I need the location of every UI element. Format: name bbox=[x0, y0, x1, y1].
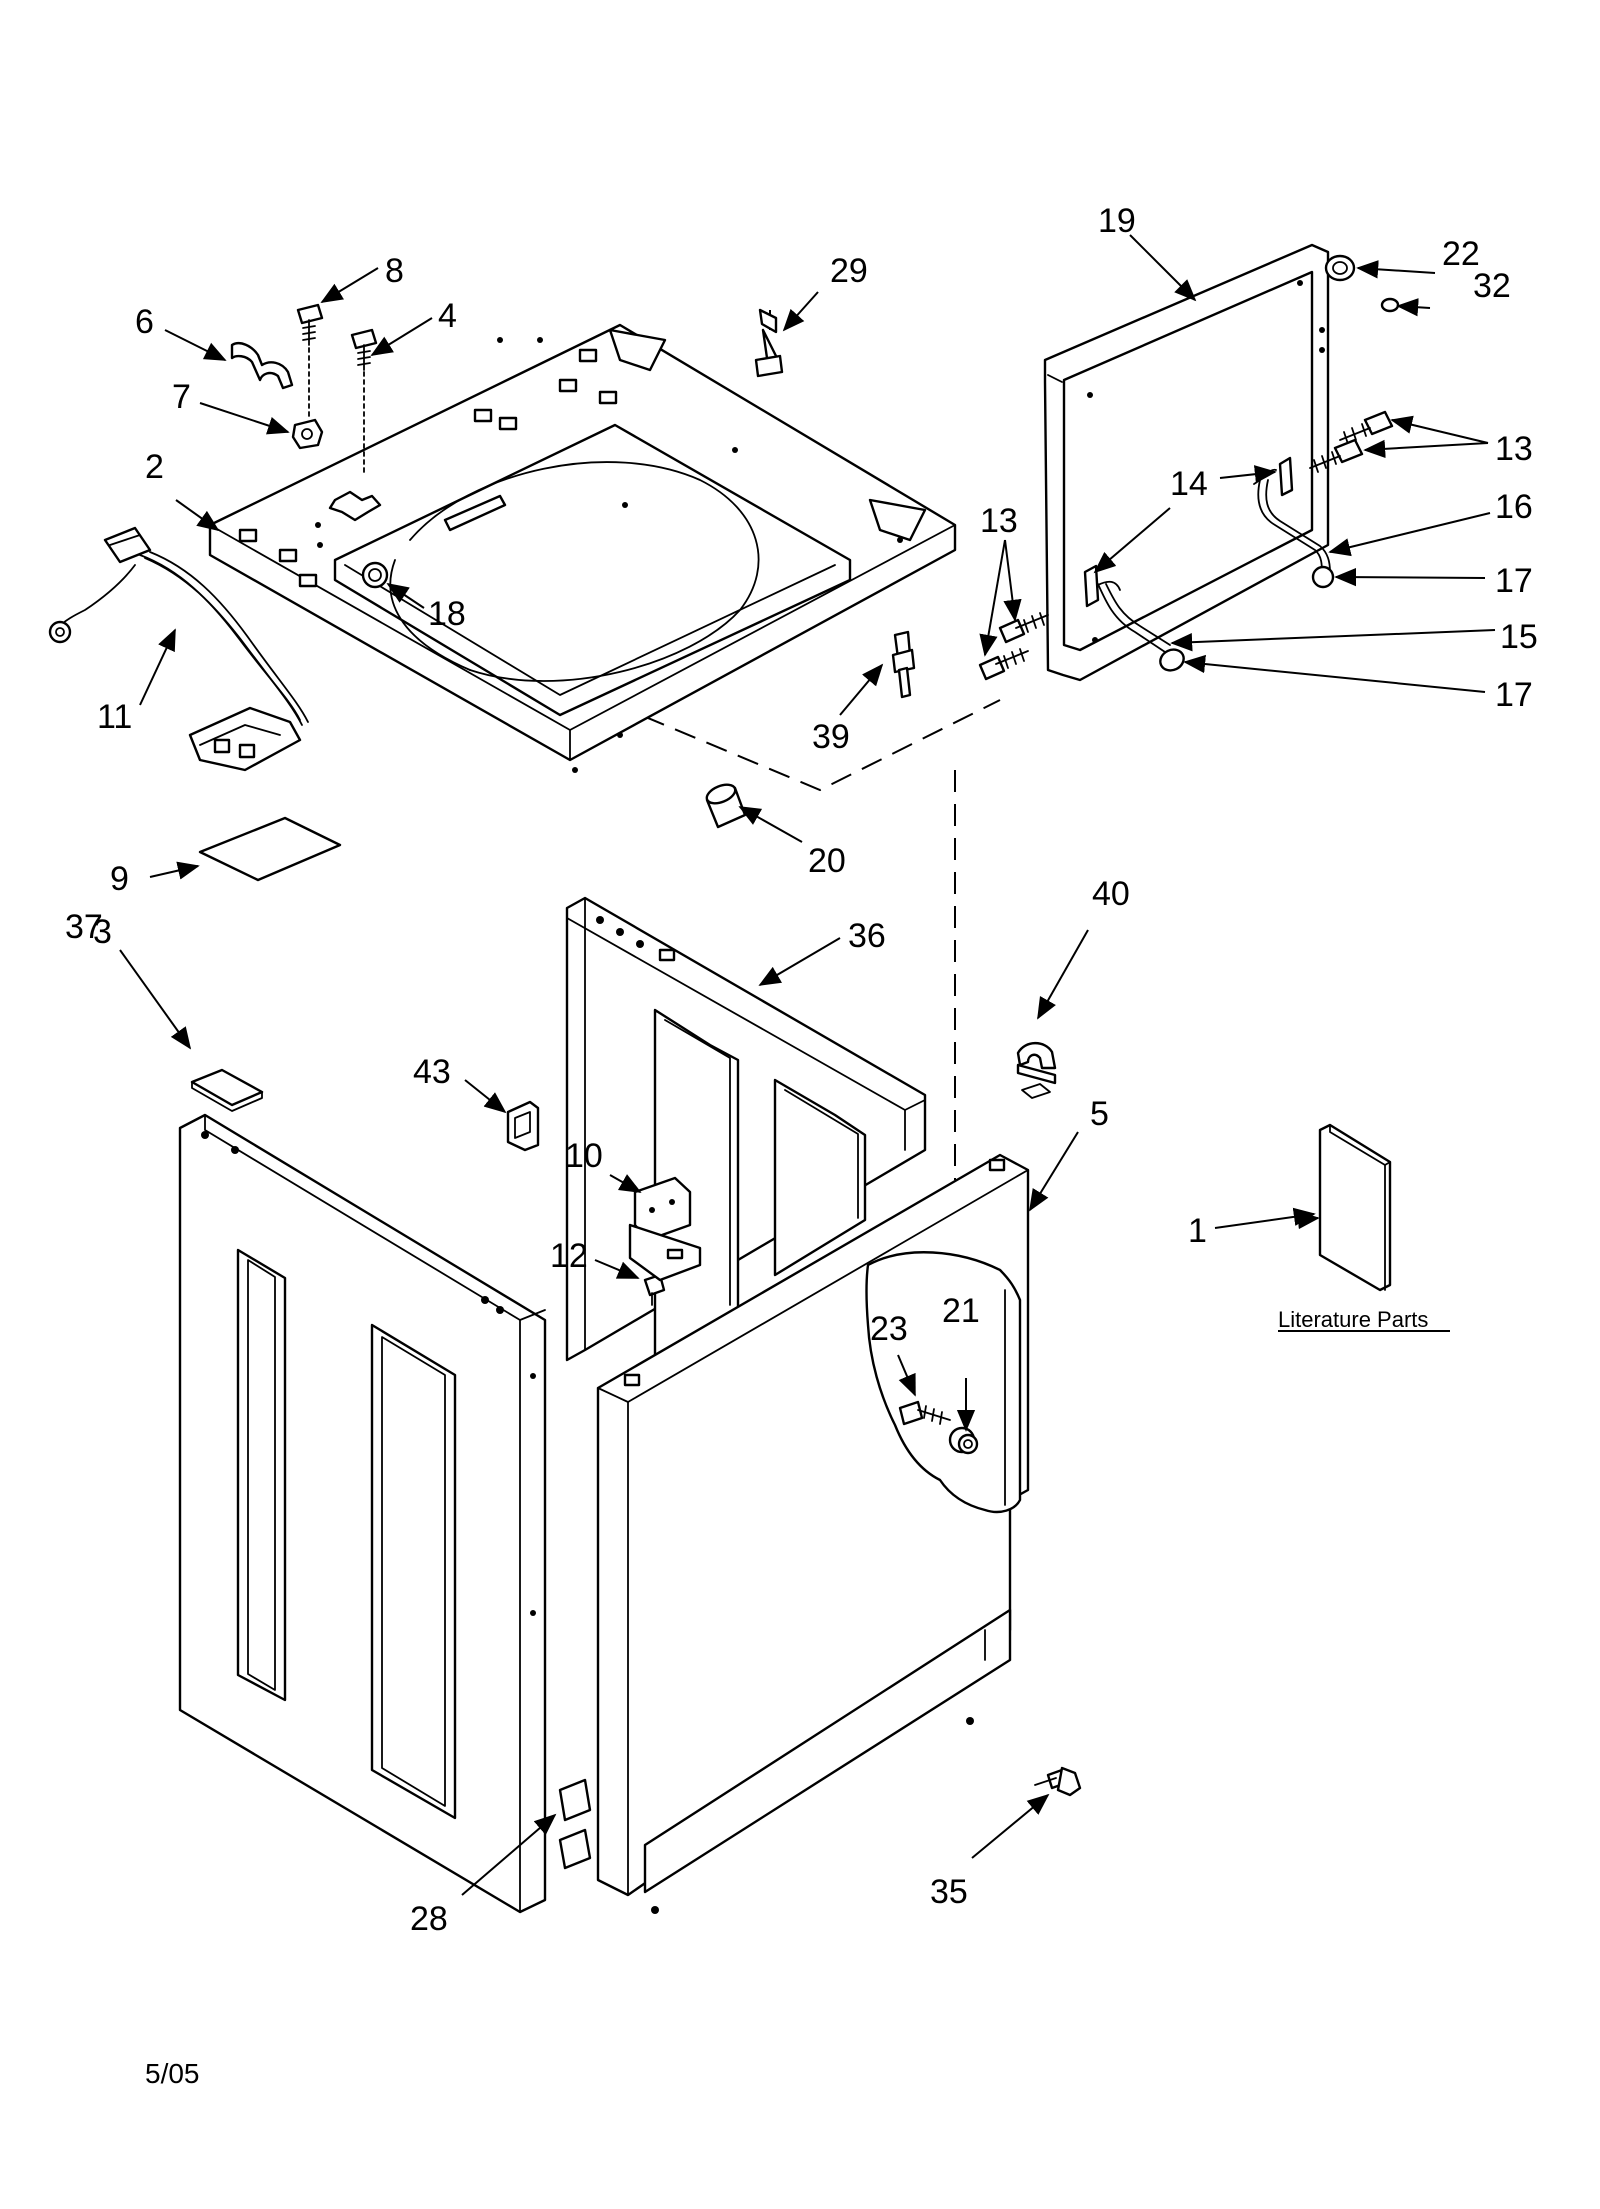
side-panel-left bbox=[178, 1113, 592, 1914]
wire-harness bbox=[48, 526, 309, 772]
callout-17-upper: 17 bbox=[1495, 562, 1533, 600]
callout-23: 23 bbox=[870, 1310, 908, 1348]
callout-2: 2 bbox=[145, 448, 164, 486]
callout-3: 3 bbox=[93, 913, 112, 951]
callout-28: 28 bbox=[410, 1900, 448, 1938]
callout-4: 4 bbox=[438, 297, 457, 335]
leader-lines bbox=[119, 234, 1496, 1896]
screw-35 bbox=[1034, 1766, 1082, 1797]
callout-22: 22 bbox=[1442, 235, 1480, 273]
callout-40: 40 bbox=[1092, 875, 1130, 913]
bracket-10 bbox=[628, 1176, 702, 1282]
callout-11: 11 bbox=[97, 698, 132, 736]
callout-16: 16 bbox=[1495, 488, 1533, 526]
clip-7 bbox=[291, 418, 324, 450]
date-code: 5/05 bbox=[145, 2058, 200, 2089]
callout-29: 29 bbox=[830, 252, 868, 290]
callout-1: 1 bbox=[1188, 1212, 1207, 1250]
screw-8 bbox=[296, 303, 324, 421]
bumper-20 bbox=[705, 783, 747, 829]
front-panel bbox=[596, 1153, 1030, 1914]
callout-43: 43 bbox=[413, 1053, 451, 1091]
literature-booklet: Literature Parts bbox=[1278, 1123, 1450, 1332]
lid-frame bbox=[978, 243, 1400, 682]
callout-18: 18 bbox=[428, 595, 466, 633]
callout-19: 19 bbox=[1098, 202, 1136, 240]
callout-6: 6 bbox=[135, 303, 154, 341]
callout-8: 8 bbox=[385, 252, 404, 290]
callout-37: 37 bbox=[65, 908, 103, 946]
callout-13-right: 13 bbox=[1495, 430, 1533, 468]
callout-35: 35 bbox=[930, 1873, 968, 1911]
callout-21: 21 bbox=[942, 1292, 980, 1330]
callout-9: 9 bbox=[110, 860, 129, 898]
callout-7: 7 bbox=[172, 378, 191, 416]
clip-43 bbox=[506, 1100, 540, 1152]
callout-20: 20 bbox=[808, 842, 846, 880]
top-panel bbox=[208, 323, 957, 773]
clip-40 bbox=[1016, 1041, 1057, 1099]
callout-14: 14 bbox=[1170, 465, 1208, 503]
screw-29 bbox=[754, 308, 784, 378]
callout-numbers: 1 2 3 4 5 6 7 8 9 10 11 12 13 13 14 15 1… bbox=[65, 202, 1538, 1938]
screw-4 bbox=[350, 328, 378, 476]
clip-3 bbox=[190, 1068, 264, 1112]
callout-13-left: 13 bbox=[980, 502, 1018, 540]
callout-12: 12 bbox=[550, 1237, 588, 1275]
callout-10: 10 bbox=[565, 1137, 603, 1175]
clip-6 bbox=[230, 341, 294, 390]
callout-39: 39 bbox=[812, 718, 850, 756]
callout-15: 15 bbox=[1500, 618, 1538, 656]
callout-32: 32 bbox=[1473, 267, 1511, 305]
literature-parts-label: Literature Parts bbox=[1278, 1307, 1428, 1332]
callout-36: 36 bbox=[848, 917, 886, 955]
pin-39 bbox=[891, 630, 916, 699]
callout-5: 5 bbox=[1090, 1095, 1109, 1133]
label-card bbox=[198, 816, 342, 882]
callout-17-lower: 17 bbox=[1495, 676, 1533, 714]
